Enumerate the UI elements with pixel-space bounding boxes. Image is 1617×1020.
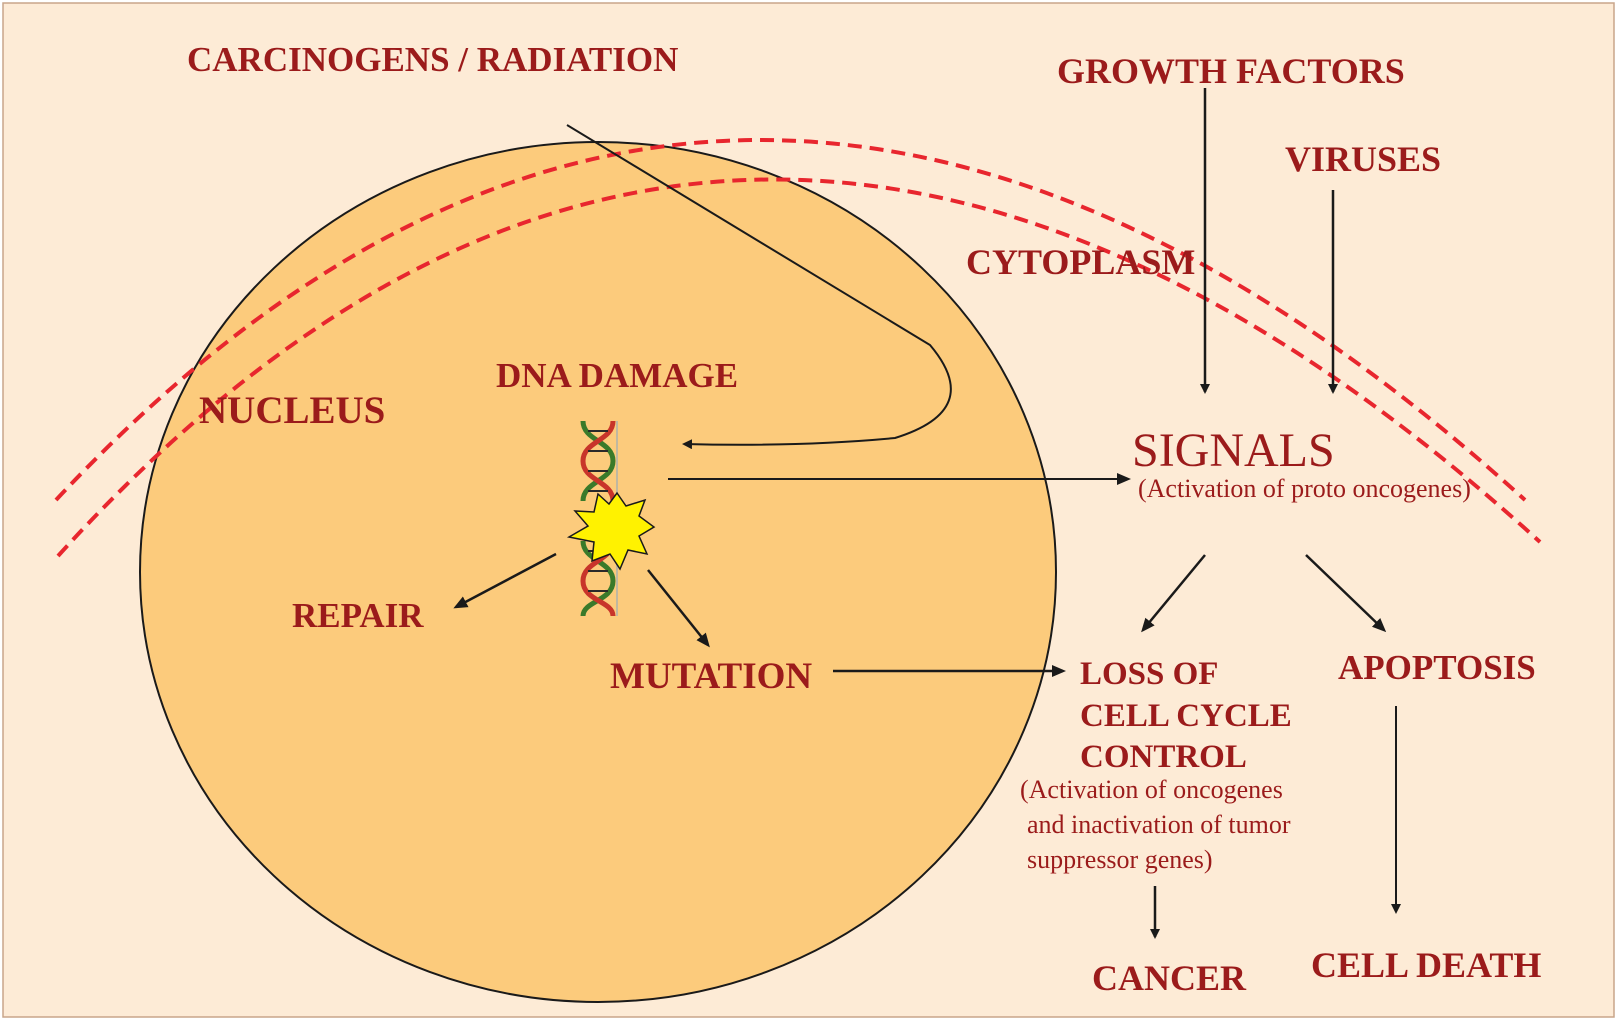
apoptosis-label: APOPTOSIS xyxy=(1338,648,1536,687)
growth-factors-label: GROWTH FACTORS xyxy=(1057,51,1405,91)
loss-sublabel-line1: (Activation of oncogenes xyxy=(1020,775,1283,804)
signals-label: SIGNALS xyxy=(1132,424,1335,477)
nucleus-label: NUCLEUS xyxy=(199,389,385,432)
loss-label-line3: CONTROL xyxy=(1080,739,1247,775)
mutation-label: MUTATION xyxy=(610,656,812,697)
dna-damage-label: DNA DAMAGE xyxy=(496,356,738,395)
repair-label: REPAIR xyxy=(292,596,424,635)
signals-sublabel: (Activation of proto oncogenes) xyxy=(1138,474,1471,503)
cell-death-label: CELL DEATH xyxy=(1311,945,1541,985)
loss-label-line1: LOSS OF xyxy=(1080,656,1218,692)
cytoplasm-label: CYTOPLASM xyxy=(966,242,1195,282)
loss-label-line2: CELL CYCLE xyxy=(1080,698,1292,734)
viruses-label: VIRUSES xyxy=(1285,139,1441,179)
loss-sublabel-line2: and inactivation of tumor xyxy=(1027,810,1291,839)
cancer-label: CANCER xyxy=(1092,958,1247,998)
loss-sublabel-line3: suppressor genes) xyxy=(1027,845,1213,874)
carcinogens-label: CARCINOGENS / RADIATION xyxy=(187,40,678,79)
